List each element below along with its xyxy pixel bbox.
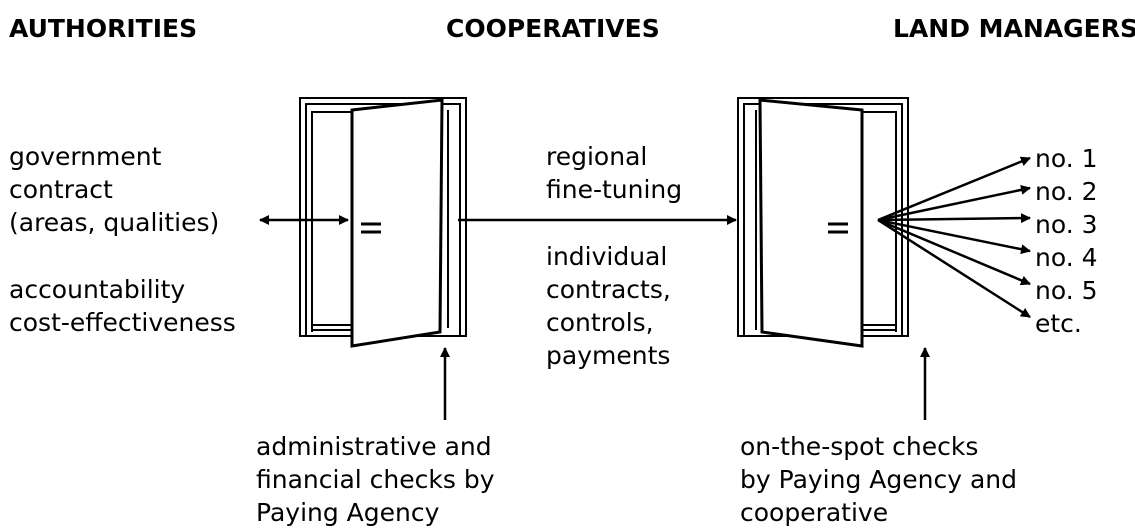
authorities-text-line: government (9, 142, 162, 171)
left-door-icon (299, 97, 467, 348)
middle-text-line: regional (546, 142, 648, 171)
contracts-text-block: individual contracts, controls, payments (546, 240, 671, 372)
header-land-managers: LAND MANAGERS (893, 14, 1135, 43)
administrative-checks-text: administrative and financial checks by P… (256, 430, 495, 529)
check-text-line: cooperative (740, 498, 889, 527)
land-manager-fan-arrows (877, 156, 1031, 319)
check-text-line: by Paying Agency and (740, 465, 1018, 494)
land-manager-item: etc. (1035, 309, 1082, 338)
right-door-icon (737, 97, 909, 348)
header-authorities: AUTHORITIES (9, 14, 198, 43)
check-text-line: on-the-spot checks (740, 432, 979, 461)
authorities-text-line: contract (9, 175, 113, 204)
on-the-spot-checks-text: on-the-spot checks by Paying Agency and … (740, 430, 1017, 529)
check-text-line: Paying Agency (256, 498, 440, 527)
authorities-goals-block: accountability cost-effectiveness (9, 273, 236, 339)
authorities-text-line: cost-effectiveness (9, 308, 236, 337)
authorities-text-line: (areas, qualities) (9, 208, 220, 237)
land-manager-item: no. 5 (1035, 276, 1098, 305)
middle-text-line: controls, (546, 308, 654, 337)
land-manager-item: no. 3 (1035, 210, 1098, 239)
middle-text-line: contracts, (546, 275, 671, 304)
middle-text-line: payments (546, 341, 671, 370)
header-cooperatives: COOPERATIVES (446, 14, 660, 43)
land-manager-item: no. 2 (1035, 177, 1098, 206)
check-text-line: financial checks by (256, 465, 495, 494)
land-manager-item: no. 1 (1035, 144, 1098, 173)
land-managers-list: no. 1 no. 2 no. 3 no. 4 no. 5 etc. (1035, 142, 1098, 340)
fine-tuning-text-block: regional fine-tuning (546, 140, 682, 206)
check-text-line: administrative and (256, 432, 492, 461)
authorities-text-block: government contract (areas, qualities) (9, 140, 219, 239)
middle-text-line: individual (546, 242, 668, 271)
middle-text-line: fine-tuning (546, 175, 683, 204)
land-manager-item: no. 4 (1035, 243, 1098, 272)
authorities-text-line: accountability (9, 275, 186, 304)
